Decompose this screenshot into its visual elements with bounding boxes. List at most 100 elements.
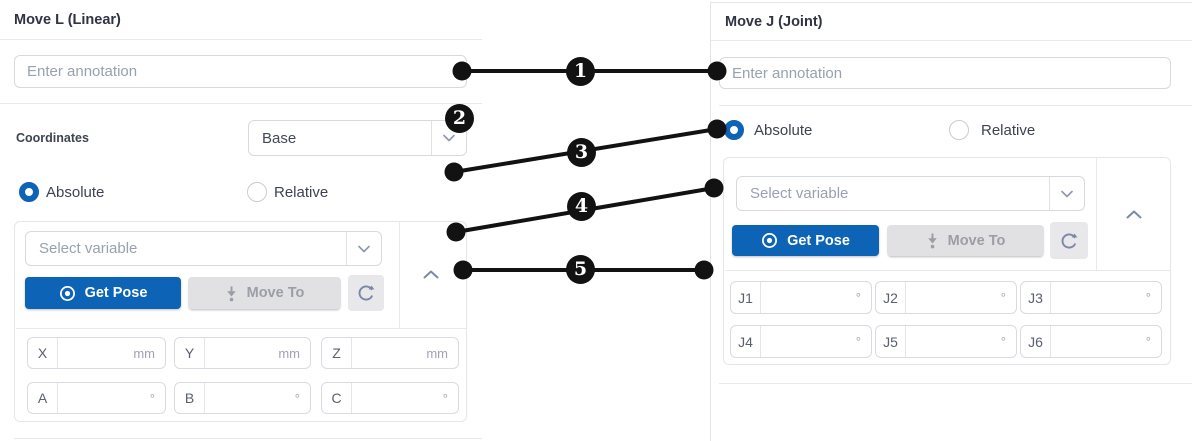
pose-field-a: A °: [27, 382, 166, 414]
move-j-title: Move J (Joint): [725, 14, 823, 30]
pose-field-z-label: Z: [322, 338, 352, 368]
chevron-up-icon: [423, 266, 439, 284]
coordinates-select-value: Base: [262, 129, 297, 147]
pose-field-x-input[interactable]: [58, 338, 134, 368]
callout-badge-1: 1: [566, 57, 595, 86]
move-down-icon: [926, 232, 939, 249]
pose-field-z-unit: mm: [426, 345, 448, 361]
joint-field-j4-label: J4: [731, 326, 761, 357]
joint-field-j4-input[interactable]: [761, 326, 856, 357]
divider: [14, 438, 482, 439]
variable-select-placeholder: Select variable: [39, 240, 138, 257]
pose-box: Select variable Get Pose: [723, 157, 1171, 365]
callout-badge-5: 5: [566, 255, 595, 284]
coordinates-select[interactable]: Base: [248, 120, 467, 156]
pose-field-b: B °: [174, 382, 311, 414]
move-to-label: Move To: [246, 285, 305, 301]
move-j-header: Move J (Joint): [711, 3, 1192, 41]
divider: [719, 105, 1192, 106]
absolute-radio[interactable]: [19, 182, 39, 202]
joint-field-j4: J4 °: [730, 325, 872, 358]
variable-select[interactable]: Select variable: [25, 231, 382, 266]
pose-field-a-input[interactable]: [58, 383, 150, 413]
joint-field-j3: J3 °: [1020, 281, 1162, 314]
move-j-panel: Move J (Joint) Absolute Relative Select …: [710, 2, 1192, 441]
annotation-field-wrap: [719, 57, 1171, 89]
get-pose-button[interactable]: Get Pose: [25, 277, 181, 309]
move-to-button[interactable]: Move To: [188, 277, 341, 309]
joint-field-j1-input[interactable]: [761, 282, 856, 313]
chevron-down-icon: [431, 121, 466, 155]
move-l-title: Move L (Linear): [14, 12, 121, 28]
joint-field-j3-input[interactable]: [1051, 282, 1146, 313]
pose-field-c-input[interactable]: [352, 383, 443, 413]
pose-field-y-unit: mm: [278, 345, 300, 361]
relative-radio-label: Relative: [274, 184, 329, 201]
chevron-down-icon: [1049, 177, 1084, 210]
relative-radio-label: Relative: [981, 122, 1036, 139]
refresh-icon: [356, 283, 376, 303]
joint-field-j2-label: J2: [876, 282, 906, 313]
pose-field-c-label: C: [322, 383, 352, 413]
callout-badge-4: 4: [567, 192, 596, 221]
annotation-field-wrap: [14, 55, 467, 88]
joint-field-j2: J2 °: [875, 281, 1017, 314]
get-pose-button[interactable]: Get Pose: [732, 225, 879, 256]
joint-field-j5-input[interactable]: [906, 326, 1001, 357]
joint-field-j6-input[interactable]: [1051, 326, 1146, 357]
joint-field-j3-unit: °: [1145, 290, 1151, 305]
joint-field-j5-label: J5: [876, 326, 906, 357]
joint-field-j1-unit: °: [855, 290, 861, 305]
joint-field-j2-input[interactable]: [906, 282, 1001, 313]
variable-select-placeholder: Select variable: [750, 185, 849, 202]
pose-field-x: X mm: [27, 337, 166, 369]
joint-field-j3-label: J3: [1021, 282, 1051, 313]
chevron-up-icon: [1126, 206, 1142, 224]
relative-radio[interactable]: [949, 120, 969, 140]
relative-radio[interactable]: [247, 182, 267, 202]
move-down-icon: [225, 285, 238, 302]
callout-line-4: [455, 186, 715, 234]
absolute-radio-label: Absolute: [46, 184, 105, 201]
pose-field-z-input[interactable]: [352, 338, 427, 368]
pose-box: Select variable Get Pose: [14, 221, 467, 422]
joint-field-j5: J5 °: [875, 325, 1017, 358]
pose-field-y-input[interactable]: [205, 338, 279, 368]
pose-field-c: C °: [321, 382, 459, 414]
joint-field-j6-unit: °: [1145, 334, 1151, 349]
target-icon: [59, 285, 76, 302]
move-to-button[interactable]: Move To: [887, 225, 1044, 256]
collapse-button[interactable]: [420, 267, 442, 283]
pose-field-x-unit: mm: [133, 345, 155, 361]
callout-badge-3: 3: [567, 138, 596, 167]
chevron-down-icon: [346, 232, 381, 265]
divider: [399, 222, 400, 328]
refresh-button[interactable]: [1050, 222, 1088, 259]
get-pose-label: Get Pose: [787, 232, 850, 249]
joint-field-j6: J6 °: [1020, 325, 1162, 358]
pose-field-b-unit: °: [294, 390, 300, 406]
annotation-input[interactable]: [720, 58, 1170, 88]
move-to-label: Move To: [947, 232, 1006, 249]
absolute-radio-label: Absolute: [754, 122, 813, 139]
move-l-panel: Move L (Linear) Coordinates Base Absolut…: [0, 0, 482, 441]
annotation-input[interactable]: [15, 56, 466, 87]
joint-field-j1: J1 °: [730, 281, 872, 314]
pose-field-b-input[interactable]: [205, 383, 295, 413]
joint-field-j6-label: J6: [1021, 326, 1051, 357]
get-pose-label: Get Pose: [84, 285, 148, 301]
absolute-radio[interactable]: [724, 120, 744, 140]
target-icon: [761, 232, 778, 249]
pose-field-y-label: Y: [175, 338, 205, 368]
move-l-header: Move L (Linear): [0, 0, 482, 40]
pose-field-y: Y mm: [174, 337, 311, 369]
divider: [1096, 158, 1097, 270]
callout-line-3: [453, 127, 718, 174]
pose-field-x-label: X: [28, 338, 58, 368]
refresh-button[interactable]: [348, 275, 384, 311]
joint-field-j4-unit: °: [855, 334, 861, 349]
collapse-button[interactable]: [1123, 207, 1145, 223]
variable-select[interactable]: Select variable: [736, 176, 1085, 211]
joint-field-j2-unit: °: [1000, 290, 1006, 305]
